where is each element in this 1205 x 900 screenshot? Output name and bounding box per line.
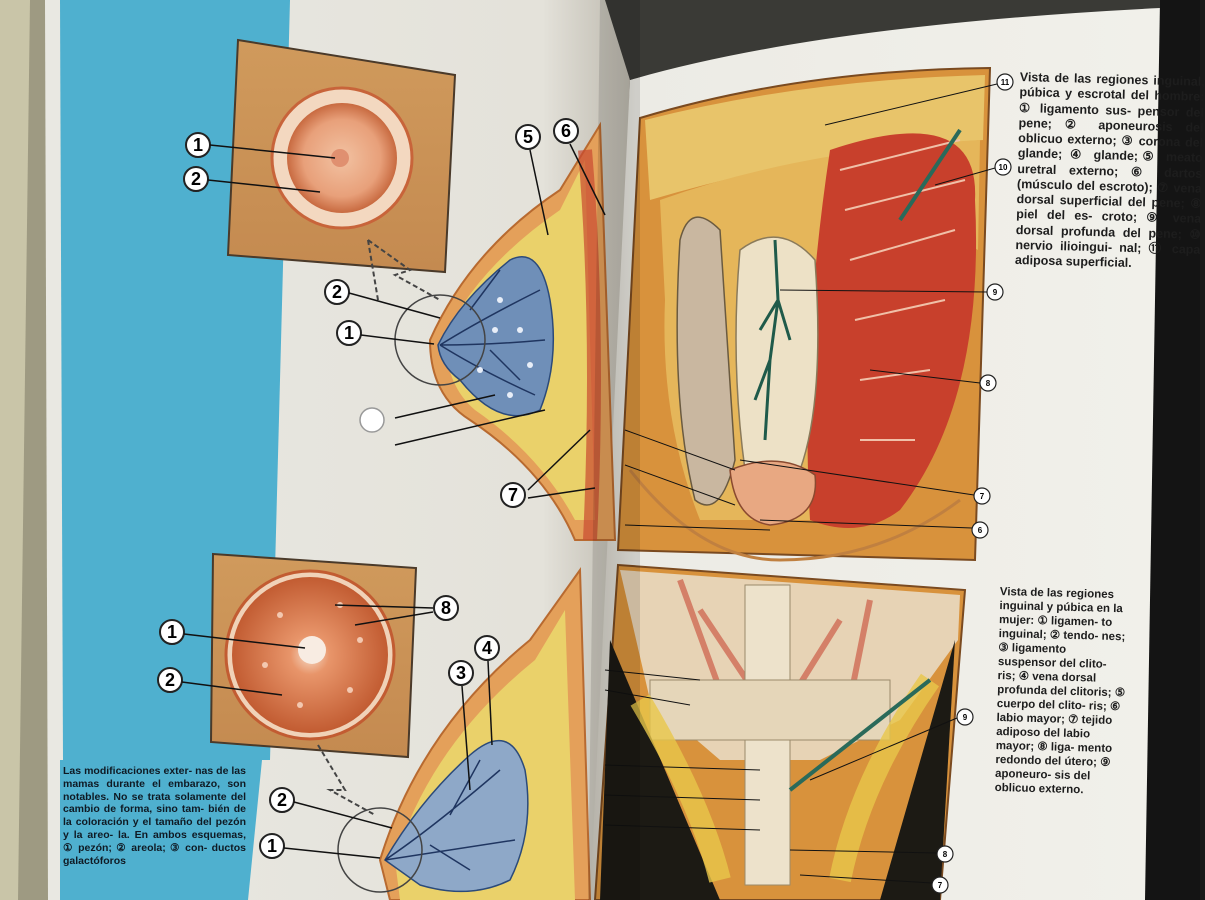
pregnancy-caption: Las modificaciones exter- nas de las mam…	[63, 765, 246, 867]
bottom-areola-inset	[209, 552, 418, 759]
label-8: 8	[441, 598, 451, 618]
label-4: 4	[482, 638, 492, 658]
top-inset-callouts: 1 2	[183, 132, 336, 193]
female-callouts: 9 8 7	[604, 669, 974, 894]
male-label-9: 9	[993, 288, 998, 297]
male-label-8: 8	[986, 379, 991, 388]
male-caption: Vista de las regiones inguinal, púbica y…	[1014, 70, 1205, 270]
label-2d: 2	[277, 790, 287, 810]
label-3: 3	[456, 663, 466, 683]
male-label-11: 11	[1001, 78, 1010, 87]
label-2c: 2	[165, 670, 175, 690]
male-label-10: 10	[999, 163, 1008, 172]
label-6: 6	[561, 121, 571, 141]
male-callouts: 11 10 9 8 7 6	[624, 73, 1014, 539]
male-label-6: 6	[978, 526, 983, 535]
label-1d: 1	[267, 836, 277, 856]
female-label-9: 9	[963, 713, 968, 722]
top-breast-section	[394, 121, 617, 541]
bottom-inset-callouts: 1 2 8	[157, 595, 459, 696]
female-label-8: 8	[943, 850, 948, 859]
label-1c: 1	[167, 622, 177, 642]
label-7: 7	[508, 485, 518, 505]
label-2: 2	[191, 169, 201, 189]
female-label-7: 7	[938, 881, 943, 890]
label-5: 5	[523, 127, 533, 147]
label-1: 1	[193, 135, 203, 155]
male-illustration	[616, 66, 992, 562]
top-areola-inset	[226, 38, 457, 274]
male-label-7: 7	[980, 492, 985, 501]
bottom-breast-section	[337, 567, 592, 900]
label-1b: 1	[344, 323, 354, 343]
label-2b: 2	[332, 282, 342, 302]
top-section-callouts: 2 1 5 6 7	[324, 118, 606, 508]
female-illustration	[593, 563, 967, 900]
bottom-section-callouts: 3 4 2 1	[259, 635, 500, 859]
female-caption: Vista de las regiones inguinal y púbica …	[994, 585, 1126, 797]
